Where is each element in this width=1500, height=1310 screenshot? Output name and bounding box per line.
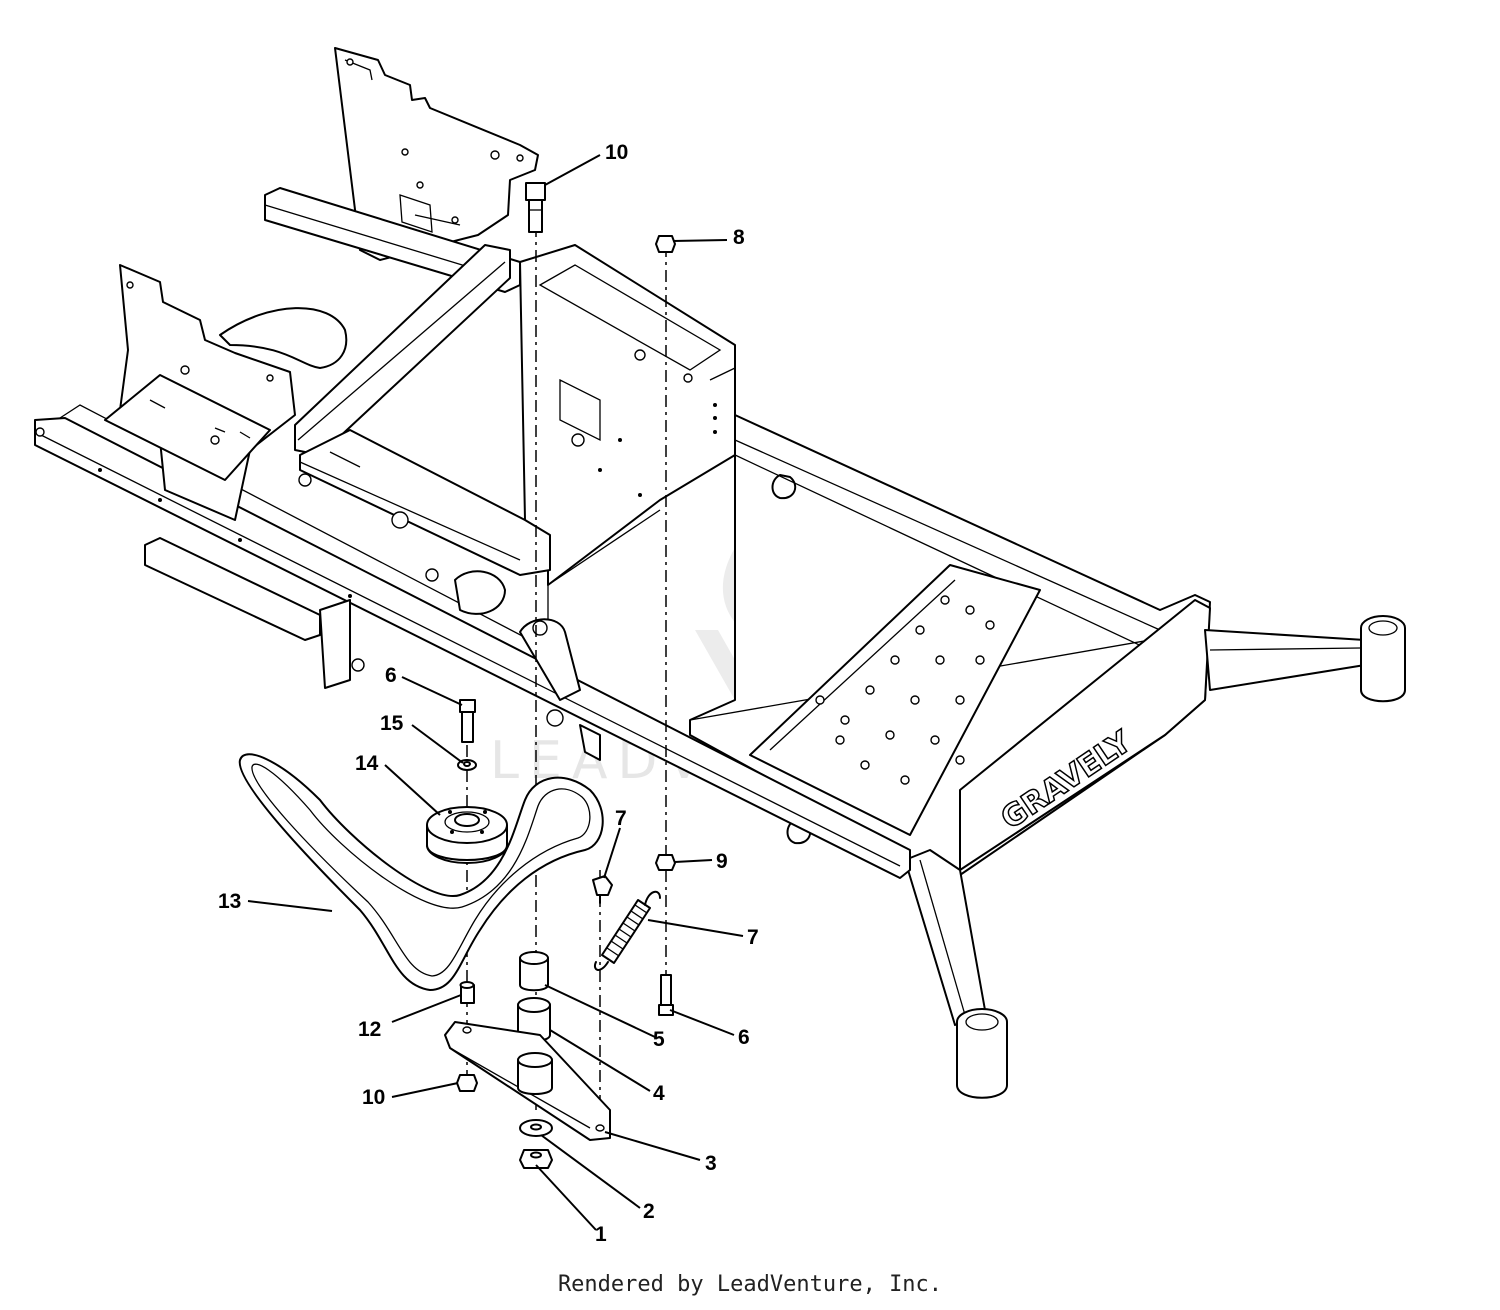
part-5-bushing [519, 951, 549, 992]
part-3-idler-arm [444, 1021, 611, 1141]
callout-1: 1 [595, 1223, 607, 1246]
part-2-washer [519, 1119, 553, 1137]
callout-2: 2 [643, 1200, 655, 1223]
left-frame-rail [34, 404, 911, 879]
callout-6-right: 6 [738, 1026, 750, 1049]
lower-rail-hardware [144, 537, 601, 761]
callout-6-left: 6 [385, 664, 397, 687]
callout-12: 12 [358, 1018, 381, 1041]
callout-15: 15 [380, 712, 404, 735]
footer-credit: Rendered by LeadVenture, Inc. [557, 1272, 943, 1297]
callout-13: 13 [218, 890, 241, 913]
engine-deck-box [519, 244, 736, 680]
callouts: 10 8 6 15 14 13 7 9 7 6 5 4 12 10 3 2 1 [218, 141, 759, 1246]
callout-5: 5 [653, 1028, 665, 1051]
callout-8: 7 [615, 807, 627, 830]
part-8-eyebolt [592, 875, 613, 904]
callout-10-bottom: 10 [362, 1086, 385, 1109]
part-12-spacer [459, 981, 475, 1004]
part-10-nut-top [655, 235, 676, 253]
left-bracket-structure [104, 244, 551, 615]
callout-14: 14 [355, 752, 379, 775]
callout-7: 7 [747, 926, 759, 949]
part-13-belt [238, 753, 604, 991]
callout-11: 10 [605, 141, 628, 164]
callout-10-top: 8 [733, 226, 745, 249]
leader-lines [247, 154, 744, 1231]
callout-4: 4 [653, 1082, 665, 1105]
callout-3: 3 [705, 1152, 717, 1175]
part-10-nut-bottom [456, 1074, 478, 1092]
caster-arms [904, 615, 1406, 1099]
part-9-nut [655, 854, 676, 871]
part-6-bolt-right [658, 974, 674, 1016]
part-11-bolt [525, 182, 546, 233]
part-1-nut [519, 1149, 553, 1169]
part-7-spring [594, 890, 661, 971]
part-14-pulley [426, 806, 508, 864]
idler-pivot [519, 618, 581, 701]
callout-9: 9 [716, 850, 728, 873]
part-6-bolt-left [459, 699, 476, 743]
